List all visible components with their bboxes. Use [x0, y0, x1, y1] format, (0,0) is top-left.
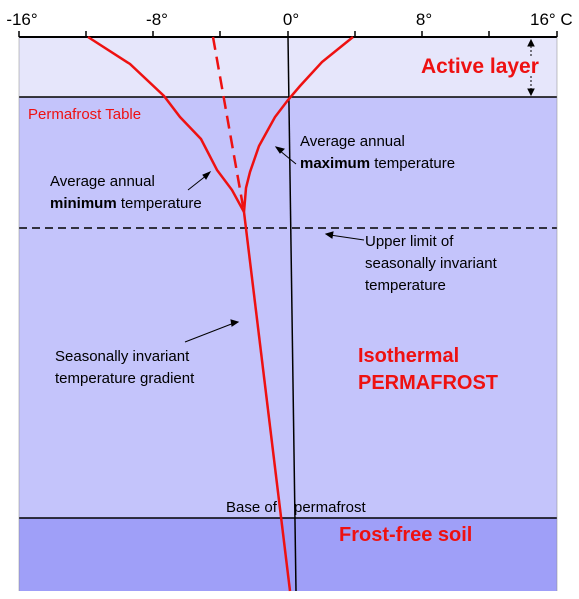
frost-free-soil-label: Frost-free soil	[339, 524, 472, 546]
annotation-arrows	[184, 146, 365, 343]
permafrost-table-label: Permafrost Table	[28, 106, 141, 123]
mean-temperature-dashed-curve	[211, 36, 246, 213]
base-permafrost-label: permafrost	[294, 499, 367, 516]
tick-label-8: 8°	[416, 10, 432, 29]
minimum-temperature-curve	[87, 35, 246, 213]
upper-limit-annotation-line3: temperature	[365, 277, 446, 294]
gradient-annotation-line2: temperature gradient	[55, 370, 195, 387]
tick-label-16: 16° C	[530, 10, 573, 29]
active-layer-label: Active layer	[421, 55, 539, 78]
isothermal-label: Isothermal	[358, 345, 459, 367]
active-layer-arrow	[527, 38, 535, 97]
tick-label-minus16: -16°	[6, 10, 37, 29]
zero-degree-line	[287, 36, 297, 592]
max-temp-annotation-line1: Average annual	[300, 133, 405, 150]
gradient-annotation-line1: Seasonally invariant	[55, 348, 190, 365]
tick-label-minus8: -8°	[146, 10, 168, 29]
axis-ticks	[18, 31, 558, 37]
min-temp-annotation-line1: Average annual	[50, 173, 155, 190]
maximum-temperature-curve	[242, 36, 354, 213]
base-of-label: Base of	[226, 499, 278, 516]
upper-limit-annotation-line2: seasonally invariant	[365, 255, 498, 272]
tick-label-0: 0°	[283, 10, 299, 29]
max-temp-annotation-line2: maximum temperature	[300, 155, 455, 172]
min-temp-annotation-line2: minimum temperature	[50, 195, 202, 212]
invariant-gradient-line	[242, 211, 292, 592]
upper-limit-annotation-line1: Upper limit of	[365, 233, 454, 250]
permafrost-zone	[19, 97, 557, 518]
permafrost-label: PERMAFROST	[358, 372, 498, 394]
